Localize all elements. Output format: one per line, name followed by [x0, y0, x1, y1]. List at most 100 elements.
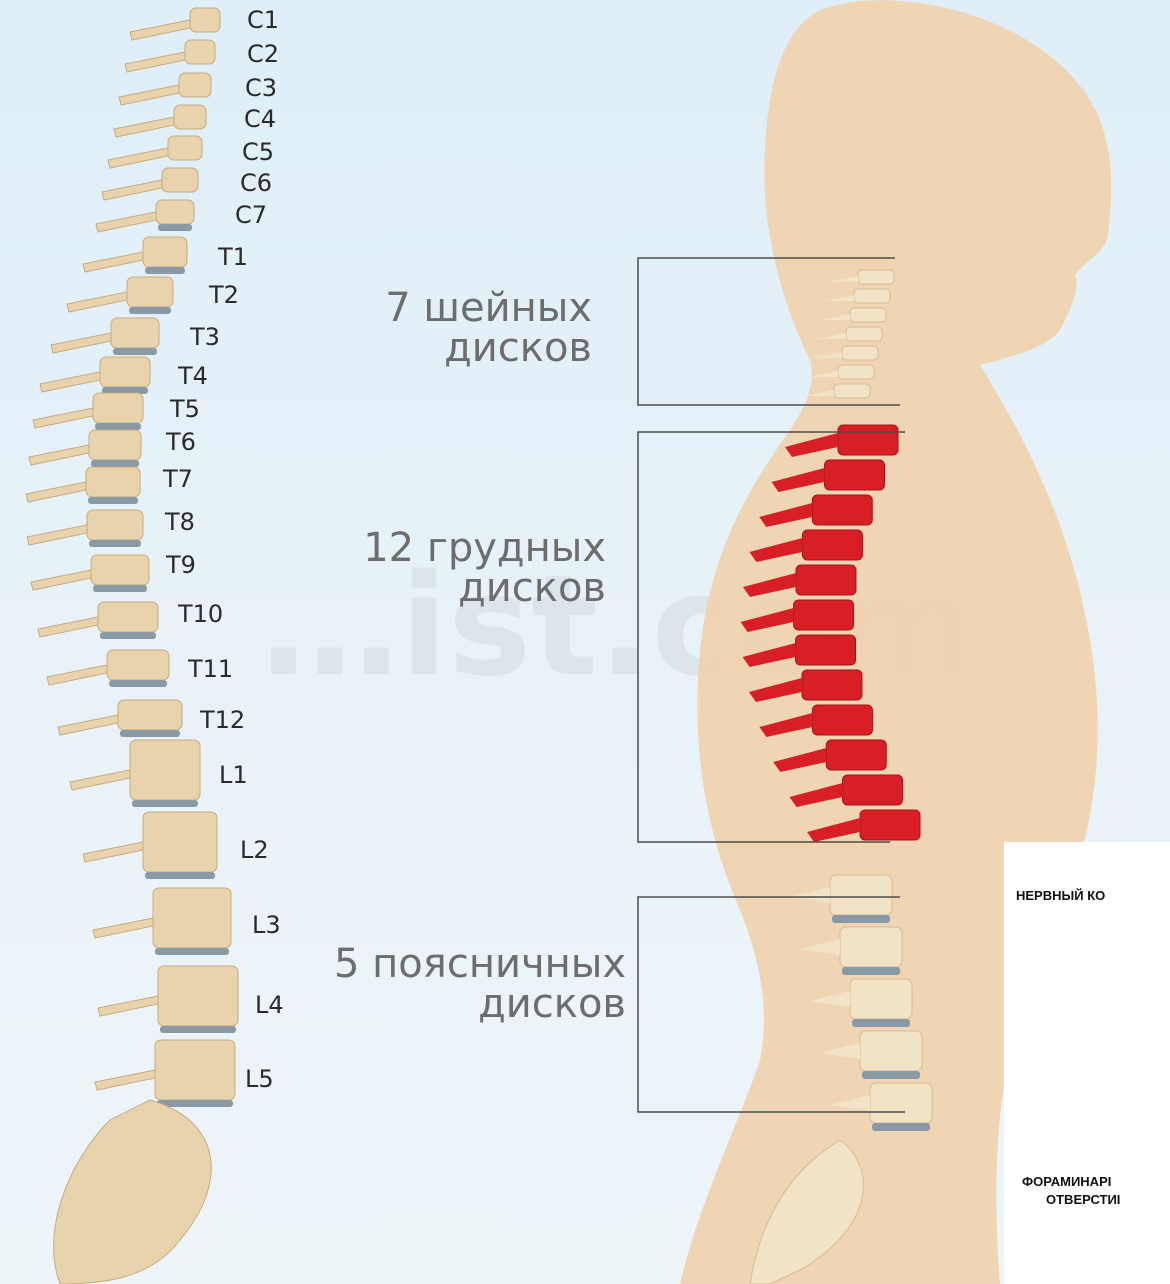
vertebra-label-c1: C1 — [247, 8, 279, 32]
cervical-vertebra — [838, 365, 874, 379]
intervertebral-disc — [93, 585, 147, 592]
sacrum — [54, 1100, 212, 1284]
vertebral-body — [153, 888, 231, 948]
lumbar-disc — [842, 967, 900, 975]
cervical-region-label: 7 шейных дисков — [330, 288, 592, 368]
spinous-process — [47, 665, 107, 685]
spinous-process — [114, 117, 174, 137]
vertebral-body — [111, 318, 159, 348]
thoracic-region-line2: дисков — [300, 568, 606, 608]
intervertebral-disc — [113, 348, 157, 355]
spinous-process — [38, 617, 98, 637]
vertebral-body — [185, 40, 215, 64]
intervertebral-disc — [132, 800, 198, 807]
vertebra-label-l5: L5 — [245, 1067, 274, 1091]
vertebral-body — [89, 430, 141, 460]
spinous-process — [125, 52, 185, 72]
thoracic-vertebra — [825, 460, 885, 490]
vertebral-body — [130, 740, 200, 800]
spinous-process — [130, 20, 190, 40]
vertebral-body — [93, 393, 143, 423]
thoracic-vertebra — [802, 670, 862, 700]
vertebral-body — [156, 200, 194, 224]
thoracic-vertebra — [794, 600, 854, 630]
cervical-vertebra — [846, 327, 882, 341]
vertebra-label-l2: L2 — [240, 838, 269, 862]
vertebral-body — [91, 555, 149, 585]
vertebra-label-c4: C4 — [244, 107, 276, 131]
vertebra-label-t5: T5 — [170, 397, 200, 421]
vertebral-body — [155, 1040, 235, 1100]
thoracic-vertebra — [802, 530, 862, 560]
thoracic-region-line1: 12 грудных — [300, 528, 606, 568]
spinous-process — [51, 333, 111, 353]
spinous-process — [33, 408, 93, 428]
thoracic-vertebra — [860, 810, 920, 840]
vertebra-label-t12: T12 — [200, 708, 245, 732]
vertebra-label-t11: T11 — [188, 657, 233, 681]
lumbar-vertebra — [850, 979, 912, 1019]
vertebra-label-c6: C6 — [240, 171, 272, 195]
vertebra-label-t9: T9 — [166, 553, 196, 577]
vertebra-label-t7: T7 — [163, 467, 193, 491]
cervical-vertebra — [850, 308, 886, 322]
intervertebral-disc — [157, 1100, 233, 1107]
intervertebral-disc — [145, 872, 215, 879]
intervertebral-disc — [100, 632, 156, 639]
spinous-process — [119, 85, 179, 105]
intervertebral-disc — [91, 460, 139, 467]
thoracic-vertebra — [826, 740, 886, 770]
intervertebral-disc — [95, 423, 141, 430]
vertebra-label-l3: L3 — [252, 913, 281, 937]
lumbar-vertebra — [830, 875, 892, 915]
intervertebral-disc — [109, 680, 167, 687]
intervertebral-disc — [160, 1026, 236, 1033]
vertebra-label-t10: T10 — [178, 602, 223, 626]
vertebral-body — [168, 136, 202, 160]
intervertebral-disc — [120, 730, 180, 737]
vertebra-label-c2: C2 — [247, 42, 279, 66]
vertebra-label-c5: C5 — [242, 140, 274, 164]
lumbar-disc — [862, 1071, 920, 1079]
spinous-process — [40, 372, 100, 392]
thoracic-vertebra — [812, 495, 872, 525]
spinous-process — [108, 148, 168, 168]
left-spine-column — [26, 8, 238, 1284]
thoracic-region-label: 12 грудных дисков — [300, 528, 606, 608]
thoracic-vertebra — [796, 565, 856, 595]
vertebral-body — [118, 700, 182, 730]
spinous-process — [95, 1070, 155, 1090]
vertebra-label-t8: T8 — [165, 510, 195, 534]
intervertebral-disc — [158, 224, 192, 231]
spinous-process — [93, 918, 153, 938]
intervertebral-disc — [155, 948, 229, 955]
thoracic-vertebra — [843, 775, 903, 805]
thoracic-vertebra — [838, 425, 898, 455]
spinous-process — [29, 445, 89, 465]
vertebra-label-c3: C3 — [245, 76, 277, 100]
lumbar-disc — [852, 1019, 910, 1027]
vertebral-body — [174, 105, 206, 129]
vertebral-body — [162, 168, 198, 192]
vertebral-body — [143, 812, 217, 872]
thoracic-vertebra — [812, 705, 872, 735]
cervical-vertebra — [842, 346, 878, 360]
intervertebral-disc — [88, 497, 138, 504]
vertebral-body — [86, 467, 140, 497]
lumbar-disc — [832, 915, 890, 923]
spinous-process — [70, 770, 130, 790]
vertebra-label-l1: L1 — [219, 763, 248, 787]
cervical-region-line2: дисков — [330, 328, 592, 368]
intervertebral-disc — [89, 540, 141, 547]
nerve-inset-panel: НЕРВНЫЙ КО ФОРАМИНАРІ ОТВЕРСТИІ — [1004, 842, 1170, 1284]
lumbar-vertebra — [860, 1031, 922, 1071]
intervertebral-disc — [129, 307, 171, 314]
spinous-process — [67, 292, 127, 312]
spinous-process — [58, 715, 118, 735]
lumbar-region-label: 5 поясничных дисков — [280, 944, 626, 1024]
vertebral-body — [158, 966, 238, 1026]
cervical-region-line1: 7 шейных — [330, 288, 592, 328]
spinous-process — [83, 842, 143, 862]
spinous-process — [96, 212, 156, 232]
